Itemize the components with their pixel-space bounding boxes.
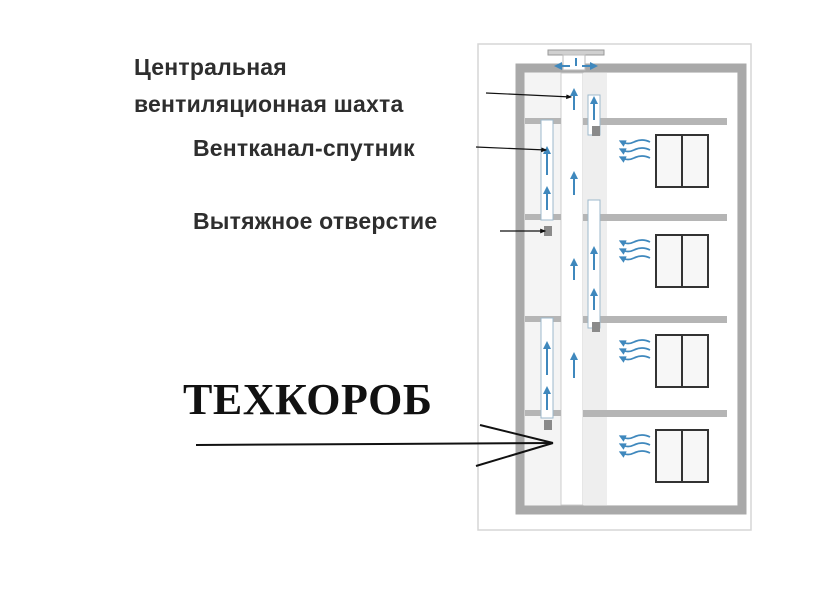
airflow-arrows bbox=[543, 58, 598, 410]
windows bbox=[655, 134, 709, 483]
leader-lines bbox=[475, 92, 573, 234]
technical-box-label: ТЕХКОРОБ bbox=[183, 375, 433, 424]
shaft-cap-stem bbox=[562, 54, 586, 71]
central-shaft-label-line1: Центральная bbox=[134, 54, 287, 80]
diagram-frame bbox=[477, 43, 752, 531]
technical-box-arrow bbox=[195, 424, 554, 467]
exhaust-opening-label: Вытяжное отверстие bbox=[193, 208, 438, 234]
exhaust-openings bbox=[544, 126, 600, 430]
wind-arrows-icon bbox=[618, 139, 651, 458]
shaft-cap bbox=[547, 49, 605, 56]
central-shaft-label-line2: вентиляционная шахта bbox=[134, 91, 404, 117]
central-shaft bbox=[560, 72, 584, 506]
satellite-duct-label: Вентканал-спутник bbox=[193, 135, 415, 161]
